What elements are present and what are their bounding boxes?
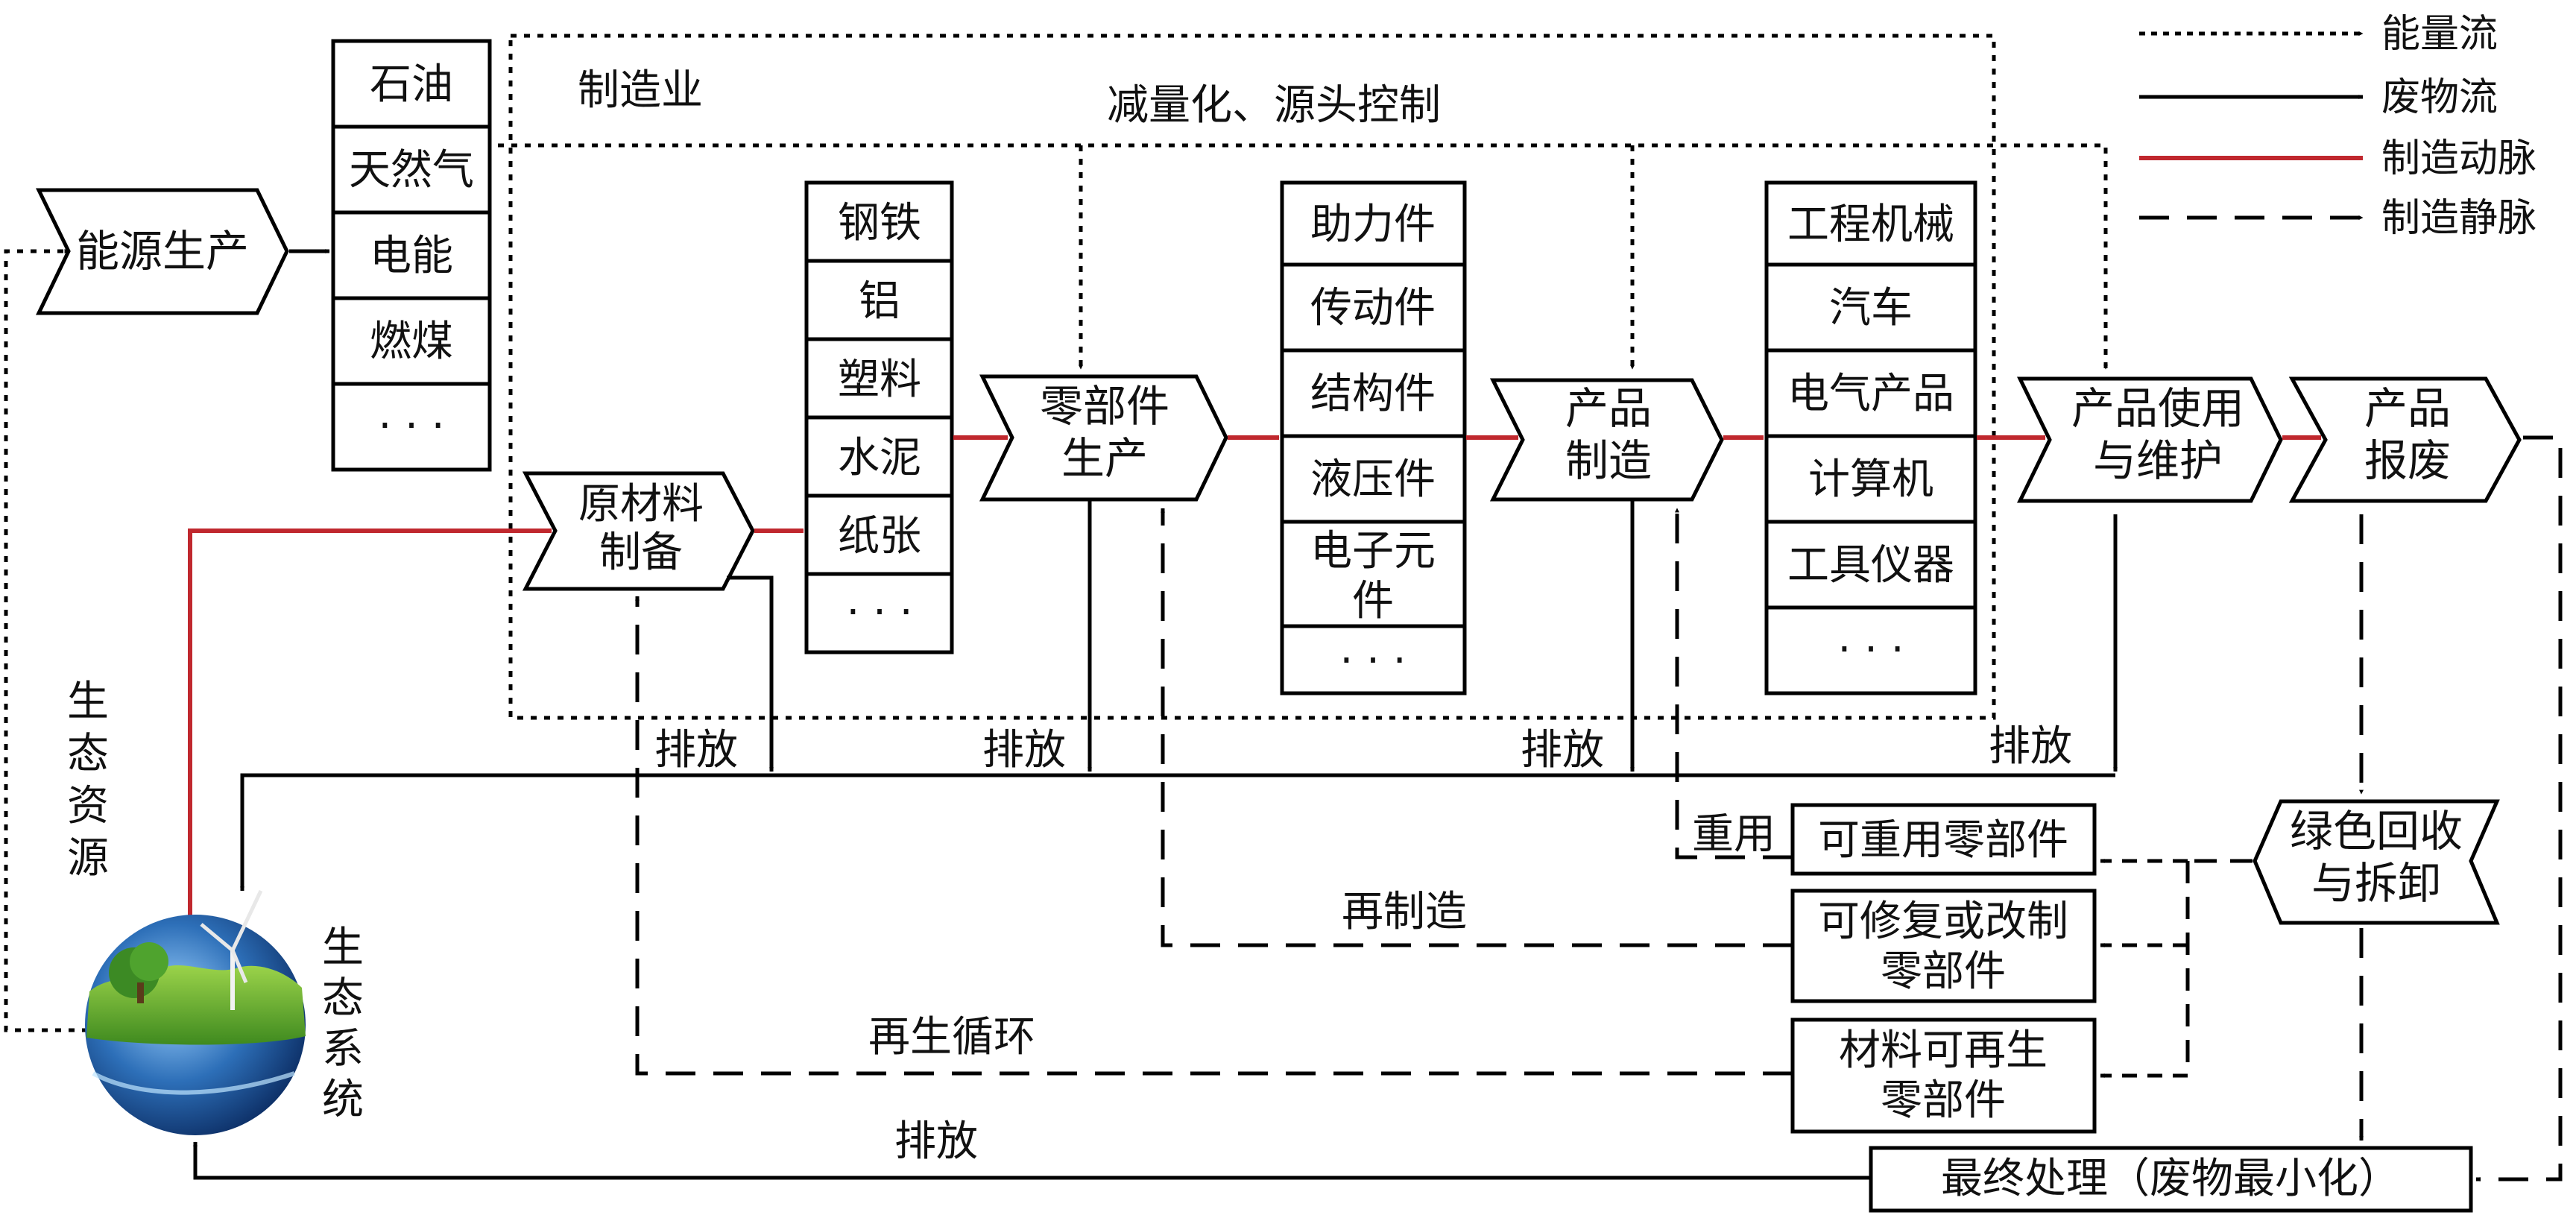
svg-text:系: 系 <box>322 1025 364 1073</box>
waste-flows <box>193 501 2118 1180</box>
component-structural: 结构件 <box>1310 370 1436 418</box>
component-electronic-2: 件 <box>1352 577 1394 625</box>
ecosystem-globe-image <box>85 889 306 1135</box>
legend-vein-label: 制造静脉 <box>2381 196 2536 241</box>
product-use-label-1: 产品使用 <box>2071 383 2244 434</box>
svg-text:生: 生 <box>67 678 109 726</box>
raw-material-label-2: 制备 <box>599 529 683 577</box>
svg-text:态: 态 <box>322 974 364 1023</box>
svg-text:资: 资 <box>67 782 109 830</box>
svg-text:态: 态 <box>67 730 109 778</box>
components-list: 助力件 传动件 结构件 液压件 电子元 件 · · · <box>1280 180 1467 695</box>
emission-label-5: 排放 <box>894 1117 978 1166</box>
legend-energy-label: 能量流 <box>2381 12 2498 57</box>
product-computer: 计算机 <box>1808 455 1933 504</box>
product-scrap-label-1: 产品 <box>2364 383 2451 434</box>
product-electrical: 电气产品 <box>1787 370 1954 418</box>
emission-label-2: 排放 <box>982 726 1066 774</box>
product-use-label-2: 与维护 <box>2093 435 2223 486</box>
products-list: 工程机械 汽车 电气产品 计算机 工具仪器 · · · <box>1764 180 1977 695</box>
product-instruments: 工具仪器 <box>1787 541 1954 590</box>
eco-resources-label: 生 态 资 源 <box>67 678 109 883</box>
component-booster: 助力件 <box>1310 201 1436 249</box>
materials-list: 钢铁 铝 塑料 水泥 纸张 · · · <box>804 180 954 654</box>
material-plastic: 塑料 <box>838 356 921 404</box>
product-engineering-machinery: 工程机械 <box>1787 201 1954 249</box>
parts-production-node <box>979 374 1228 502</box>
recyclable-parts-box <box>1790 1018 2097 1134</box>
energy-type-oil: 石油 <box>370 60 453 109</box>
recyclable-parts-label-1: 材料可再生 <box>1839 1026 2048 1075</box>
component-hydraulic: 液压件 <box>1310 455 1436 504</box>
ecosystem-to-energy-line <box>4 249 88 1032</box>
product-more: · · · <box>1837 625 1904 674</box>
repairable-parts-label-2: 零部件 <box>1881 947 2006 996</box>
raw-material-label-1: 原材料 <box>578 480 704 529</box>
svg-text:统: 统 <box>322 1076 364 1124</box>
repairable-parts-box <box>1790 889 2097 1003</box>
recycle-label: 再生循环 <box>868 1013 1035 1061</box>
product-mfg-label-1: 产品 <box>1565 383 1652 434</box>
manufacturing-label: 制造业 <box>578 66 703 115</box>
recyclable-parts-label-2: 零部件 <box>1881 1076 2006 1125</box>
material-paper: 纸张 <box>838 512 921 561</box>
energy-type-coal: 燃煤 <box>370 318 453 366</box>
legend: 能量流 废物流 制造动脉 制造静脉 <box>2139 12 2536 241</box>
material-steel: 钢铁 <box>838 199 921 247</box>
svg-text:生: 生 <box>322 924 364 972</box>
legend-artery-label: 制造动脉 <box>2381 136 2536 181</box>
green-recycle-node <box>2253 799 2500 925</box>
component-electronic-1: 电子元 <box>1310 527 1436 575</box>
component-more: · · · <box>1339 637 1406 685</box>
product-scrap-node <box>2288 376 2522 503</box>
legend-waste-label: 废物流 <box>2381 75 2498 120</box>
product-use-node <box>2016 376 2283 503</box>
material-cement: 水泥 <box>838 434 921 482</box>
component-transmission: 传动件 <box>1310 284 1436 332</box>
energy-type-more: · · · <box>378 402 444 450</box>
manufacturing-region <box>508 34 1996 720</box>
energy-production-label: 能源生产 <box>76 226 249 277</box>
final-disposal-box <box>1869 1146 2473 1213</box>
reduction-label: 减量化、源头控制 <box>1107 81 1441 130</box>
emission-label-1: 排放 <box>654 726 738 774</box>
product-scrap-label-2: 报废 <box>2364 435 2451 486</box>
material-aluminum: 铝 <box>859 277 900 326</box>
energy-supply-lines <box>484 143 2108 370</box>
remanufacture-label: 再制造 <box>1342 888 1467 936</box>
recovery-boxes: 可重用零部件 可修复或改制 零部件 材料可再生 零部件 最终处理（废物最小化） <box>1790 803 2473 1213</box>
artery-flows <box>188 435 2322 943</box>
material-more: · · · <box>846 588 912 637</box>
parts-production-label-2: 生产 <box>1061 433 1148 484</box>
green-recycle-label-2: 与拆卸 <box>2311 858 2441 909</box>
emission-label-3: 排放 <box>1521 726 1604 774</box>
reusable-parts-label: 可重用零部件 <box>1818 816 2068 865</box>
reuse-label: 重用 <box>1692 810 1775 859</box>
eco-system-label: 生 态 系 统 <box>322 924 364 1124</box>
repairable-parts-label-1: 可修复或改制 <box>1818 897 2068 946</box>
vein-flows <box>635 435 2563 1181</box>
product-car: 汽车 <box>1829 284 1913 332</box>
energy-type-gas: 天然气 <box>349 146 474 195</box>
svg-text:源: 源 <box>67 834 109 883</box>
reusable-parts-box <box>1790 803 2097 876</box>
product-mfg-label-2: 制造 <box>1565 435 1652 486</box>
raw-material-node <box>522 471 755 591</box>
green-recycle-label-1: 绿色回收 <box>2290 806 2463 856</box>
emission-label-4: 排放 <box>1989 722 2072 771</box>
final-disposal-label: 最终处理（废物最小化） <box>1941 1155 2400 1203</box>
product-manufacturing-node <box>1489 378 1724 502</box>
energy-types-list: 石油 天然气 电能 燃煤 · · · <box>331 39 492 472</box>
parts-production-label-1: 零部件 <box>1040 381 1169 432</box>
energy-type-electric: 电能 <box>370 232 453 280</box>
